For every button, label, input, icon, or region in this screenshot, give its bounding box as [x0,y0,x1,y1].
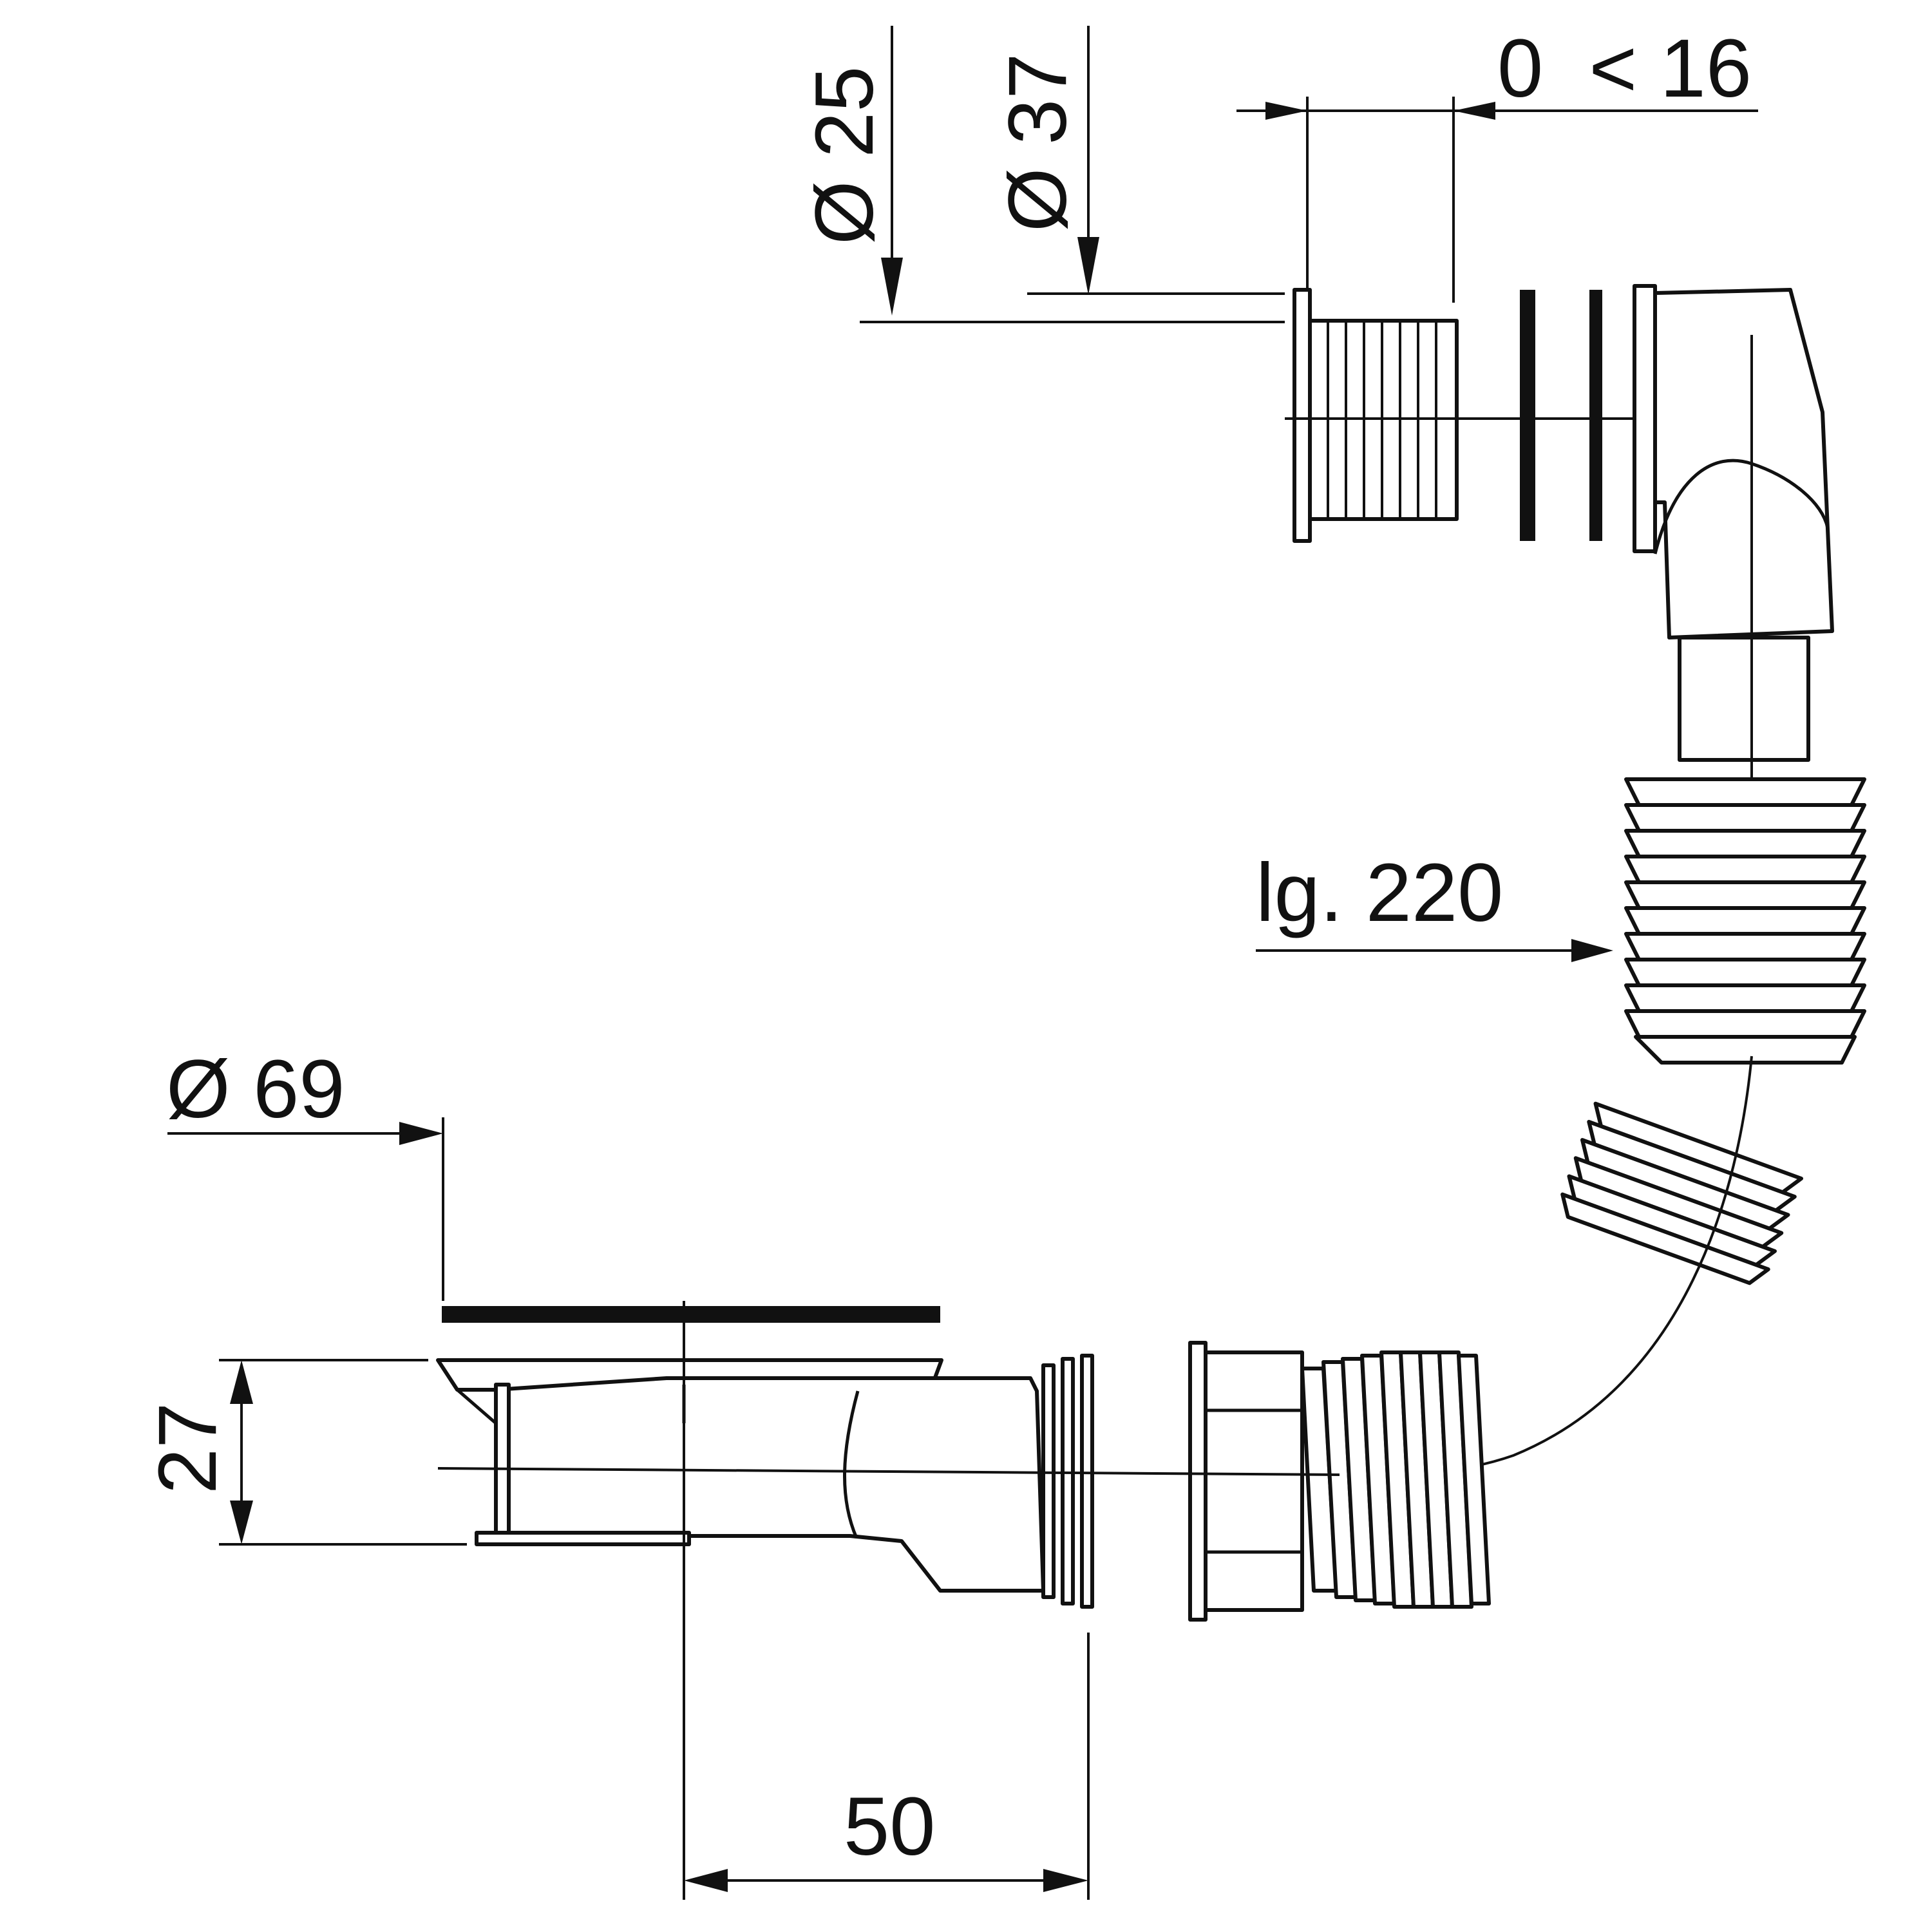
connector-nut [1204,1350,1304,1612]
trap-base [475,1531,691,1546]
elbow-body [1653,288,1834,639]
trap-cover-plate [442,1306,940,1323]
elbow-flange [1633,284,1657,553]
w50-arrow-left [684,1869,728,1892]
overflow-flange [1293,288,1312,543]
trap-body [494,1376,1045,1593]
flexible-hose [1256,777,1866,1477]
d37-arrow [1077,237,1099,295]
range-label: 0 < 16 [1497,23,1752,115]
overflow-washer-1 [1520,290,1535,541]
connector-thread [1300,1350,1491,1609]
trap-ring-1 [1041,1363,1056,1599]
elbow-outlet-spigot [1678,636,1810,762]
trap-ring-3 [1080,1354,1094,1609]
w50-arrow-right [1043,1869,1088,1892]
d69-arrow [399,1122,443,1145]
shower-trap [167,1117,1340,1900]
range-arrow-right [1454,102,1495,120]
length-arrow [1571,939,1613,962]
h27-label: 27 [142,1403,234,1494]
elbow-inner-curve [1653,459,1830,554]
hose-upper-corrugations [1624,777,1866,1065]
d25-label: Ø 25 [799,66,891,245]
h27-arrow-top [230,1360,253,1404]
length-label: lg. 220 [1256,847,1503,939]
lower-connector [1188,1341,1491,1622]
connector-flange [1188,1341,1208,1622]
trap-body-chamfer [456,1388,497,1425]
d25-arrow [881,258,903,316]
trap-inner-curve [843,1390,860,1539]
w50-label: 50 [844,1781,935,1873]
d69-label: Ø 69 [166,1043,345,1135]
trap-centerline [437,1467,1340,1476]
overflow-washer-2 [1589,290,1602,541]
h27-arrow-bottom [230,1501,253,1544]
d37-label: Ø 37 [992,53,1084,232]
trap-ring-2 [1061,1357,1075,1605]
range-arrow-left [1265,102,1307,120]
hose-middle-corrugations [1560,1101,1804,1285]
trap-body-wall [494,1383,511,1541]
